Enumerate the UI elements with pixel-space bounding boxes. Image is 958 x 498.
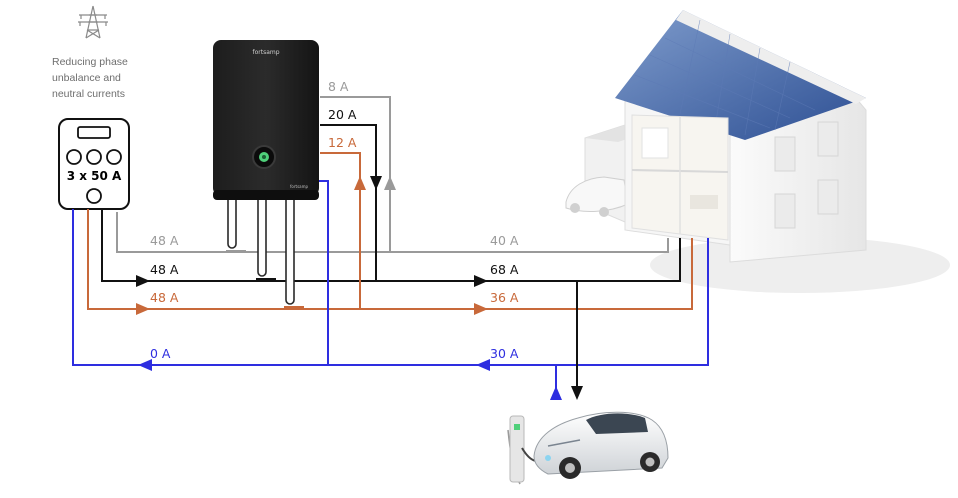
power-device: fortsamp fortsamp: [213, 40, 319, 309]
arrow-house-orange: [474, 303, 488, 315]
label-house-grey: 40 A: [490, 233, 519, 248]
grey-phase-line: [116, 96, 669, 253]
label-grid-neutral: 0 A: [150, 346, 171, 361]
current-labels: 8 A 20 A 12 A 48 A 48 A 48 A 0 A 40 A 68…: [150, 79, 519, 361]
house-illustration: [565, 10, 950, 293]
arrow-grey-up: [384, 176, 396, 190]
arrow-ev-up: [550, 386, 562, 400]
flow-arrows: [136, 176, 583, 400]
electric-car: [533, 411, 669, 479]
arrow-neutral-left: [138, 359, 152, 371]
label-house-neutral: 30 A: [490, 346, 519, 361]
energy-meter: 3 x 50 A: [58, 118, 130, 210]
arrow-black-down: [370, 176, 382, 190]
arrow-ev-down: [571, 386, 583, 400]
orange-phase-line: [87, 152, 693, 310]
arrow-house-black: [474, 275, 488, 287]
label-grid-orange: 48 A: [150, 290, 179, 305]
meter-rating: 3 x 50 A: [67, 169, 122, 183]
label-grid-grey: 48 A: [150, 233, 179, 248]
label-house-orange: 36 A: [490, 290, 519, 305]
arrow-grid-orange: [136, 303, 150, 315]
label-inverter-black: 20 A: [328, 107, 357, 122]
label-inverter-grey: 8 A: [328, 79, 349, 94]
device-sub-brand: fortsamp: [290, 184, 309, 189]
arrow-neutral-house: [476, 359, 490, 371]
caption-text: Reducing phase unbalance and neutral cur…: [52, 56, 128, 100]
arrow-grid-black: [136, 275, 150, 287]
arrow-orange-up: [354, 176, 366, 190]
label-grid-black: 48 A: [150, 262, 179, 277]
pylon-icon: [78, 5, 108, 39]
device-brand: fortsamp: [252, 49, 279, 56]
label-house-black: 68 A: [490, 262, 519, 277]
black-phase-line: [101, 124, 681, 282]
label-inverter-orange: 12 A: [328, 135, 357, 150]
